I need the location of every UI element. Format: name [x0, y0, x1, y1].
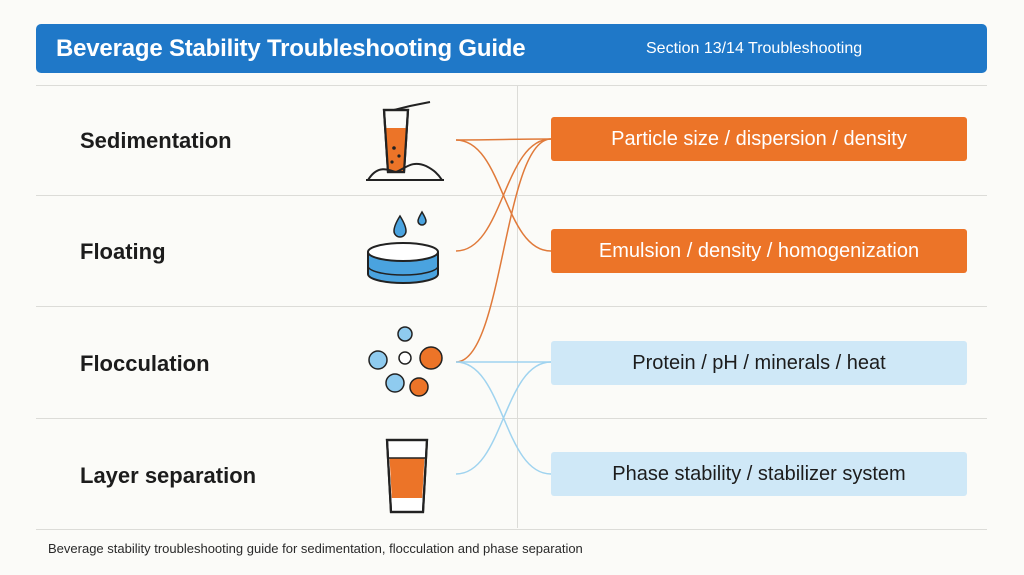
connector-line [455, 138, 552, 252]
glass-with-sediment-icon [366, 101, 444, 181]
cause-particle-size: Particle size / dispersion / density [551, 117, 967, 161]
grid-line [36, 85, 987, 86]
cause-emulsion: Emulsion / density / homogenization [551, 229, 967, 273]
connector-line [455, 138, 552, 141]
layered-glass-icon [385, 438, 429, 514]
cause-label: Phase stability / stabilizer system [612, 462, 906, 485]
connector-line [455, 361, 552, 475]
issue-label-layer-separation: Layer separation [80, 463, 257, 488]
grid-line [36, 195, 987, 196]
figure-caption: Beverage stability troubleshooting guide… [48, 541, 583, 556]
cause-label: Protein / pH / minerals / heat [632, 351, 886, 374]
connector-line [455, 138, 552, 363]
issue-label-floating: Floating [80, 239, 166, 264]
grid-line [36, 418, 987, 419]
cause-phase-stability: Phase stability / stabilizer system [551, 452, 967, 496]
grid-line [36, 306, 987, 307]
title-banner: Beverage Stability Troubleshooting Guide… [36, 24, 987, 73]
page-title: Beverage Stability Troubleshooting Guide [56, 35, 526, 62]
grid-line [36, 529, 987, 530]
cause-label: Emulsion / density / homogenization [598, 239, 920, 262]
dish-with-droplets-icon [367, 210, 439, 284]
section-label: Section 13/14 Troubleshooting [646, 40, 863, 57]
particle-clusters-icon [368, 326, 443, 397]
column-divider [517, 86, 518, 528]
cause-protein: Protein / pH / minerals / heat [551, 341, 967, 385]
issue-label-sedimentation: Sedimentation [80, 128, 232, 153]
issue-label-flocculation: Flocculation [80, 351, 210, 376]
cause-label: Particle size / dispersion / density [611, 127, 907, 150]
